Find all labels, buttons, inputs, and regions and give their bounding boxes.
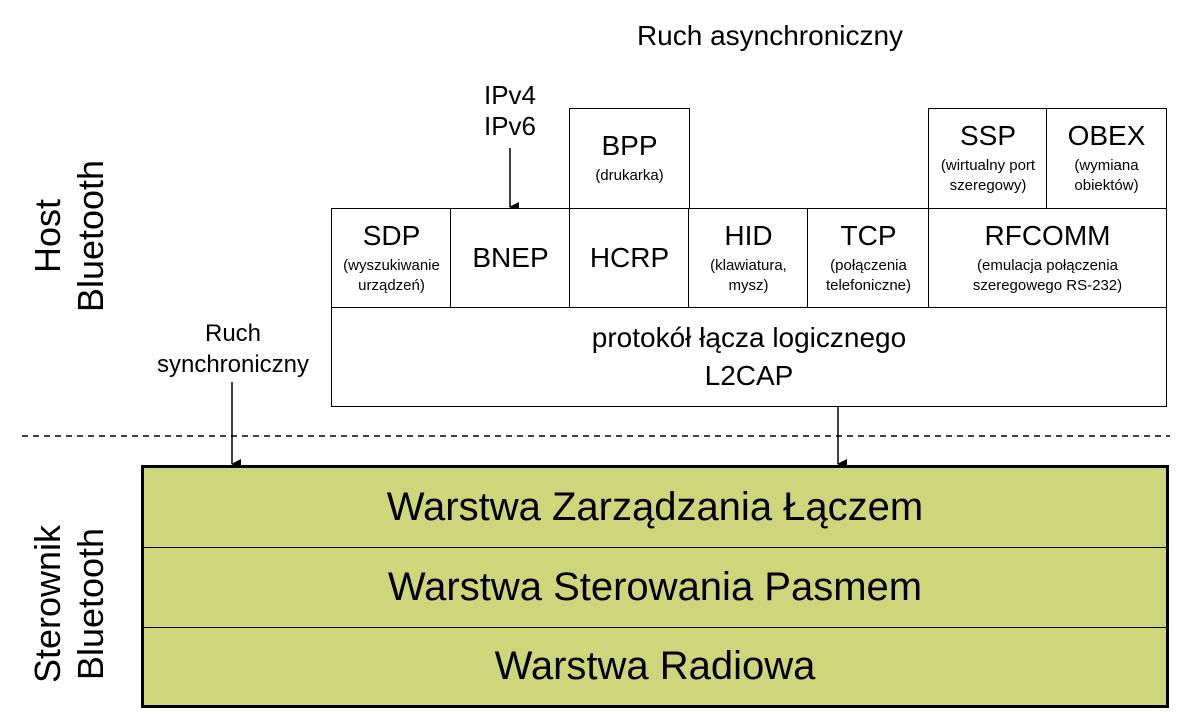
link-manager-label: Warstwa Zarządzania Łączem — [386, 485, 924, 529]
tcp-box: TCP (połączenia telefoniczne) — [807, 208, 930, 309]
tcp-desc-line1: (połączenia — [830, 256, 907, 274]
obex-name: OBEX — [1067, 119, 1146, 151]
controller-side-label: Sterownik Bluetooth — [26, 499, 114, 709]
l2cap-box: protokół łącza logicznego L2CAP — [331, 307, 1167, 407]
tcp-desc-line2: telefoniczne) — [825, 276, 912, 294]
sdp-desc-line1: (wyszukiwanie — [343, 256, 440, 274]
baseband-label: Warstwa Sterowania Pasmem — [387, 565, 923, 609]
bpp-name: BPP — [601, 129, 658, 161]
sync-label-line2: synchroniczny — [156, 351, 310, 379]
ssp-name: SSP — [959, 119, 1017, 151]
l2cap-line1: protokół łącza logicznego — [591, 322, 907, 354]
hid-desc-line1: (klawiatura, — [710, 256, 787, 274]
radio-layer: Warstwa Radiowa — [144, 628, 1166, 705]
controller-side-line1: Sterownik — [27, 524, 68, 684]
ssp-box: SSP (wirtualny port szeregowy) — [928, 108, 1048, 209]
controller-stack: Warstwa Zarządzania Łączem Warstwa Stero… — [141, 465, 1169, 708]
hid-desc-line2: mysz) — [728, 276, 769, 294]
l2cap-line2: L2CAP — [704, 360, 794, 391]
sync-label-line1: Ruch — [204, 320, 262, 347]
hid-name: HID — [724, 219, 773, 251]
ssp-desc-line2: szeregowy) — [949, 176, 1027, 194]
bnep-box: BNEP — [450, 208, 571, 309]
sdp-name: SDP — [362, 219, 421, 251]
bnep-name: BNEP — [472, 242, 549, 274]
controller-side-line2: Bluetooth — [70, 527, 112, 681]
sync-traffic-label: Ruch synchroniczny — [138, 318, 328, 380]
ip-label: IPv4 IPv6 — [450, 80, 570, 142]
hid-box: HID (klawiatura, mysz) — [688, 208, 809, 309]
obex-desc-line1: (wymiana — [1074, 156, 1139, 174]
host-side-label: Host Bluetooth — [26, 131, 114, 341]
obex-box: OBEX (wymiana obiektów) — [1046, 108, 1167, 209]
sdp-box: SDP (wyszukiwanie urządzeń) — [331, 208, 452, 309]
obex-desc-line2: obiektów) — [1074, 176, 1139, 194]
tcp-name: TCP — [840, 219, 897, 251]
hcrp-name: HCRP — [589, 242, 670, 274]
ssp-desc-line1: (wirtualny port — [940, 156, 1036, 174]
ipv4-label: IPv4 — [483, 80, 537, 110]
link-manager-layer: Warstwa Zarządzania Łączem — [144, 468, 1166, 548]
rfcomm-name: RFCOMM — [984, 219, 1111, 251]
async-traffic-label: Ruch asynchroniczny — [636, 20, 904, 51]
sdp-desc-line2: urządzeń) — [358, 276, 425, 294]
ipv6-label: IPv6 — [483, 111, 537, 142]
host-side-line1: Host — [27, 198, 68, 274]
bpp-desc: (drukarka) — [595, 166, 664, 184]
host-side-line2: Bluetooth — [70, 159, 112, 313]
rfcomm-desc-line1: (emulacja połączenia — [977, 256, 1118, 274]
baseband-layer: Warstwa Sterowania Pasmem — [144, 548, 1166, 628]
bpp-box: BPP (drukarka) — [569, 108, 690, 209]
rfcomm-box: RFCOMM (emulacja połączenia szeregowego … — [928, 208, 1167, 309]
radio-label: Warstwa Radiowa — [494, 644, 816, 688]
hcrp-box: HCRP — [569, 208, 690, 309]
rfcomm-desc-line2: szeregowego RS-232) — [972, 276, 1123, 294]
